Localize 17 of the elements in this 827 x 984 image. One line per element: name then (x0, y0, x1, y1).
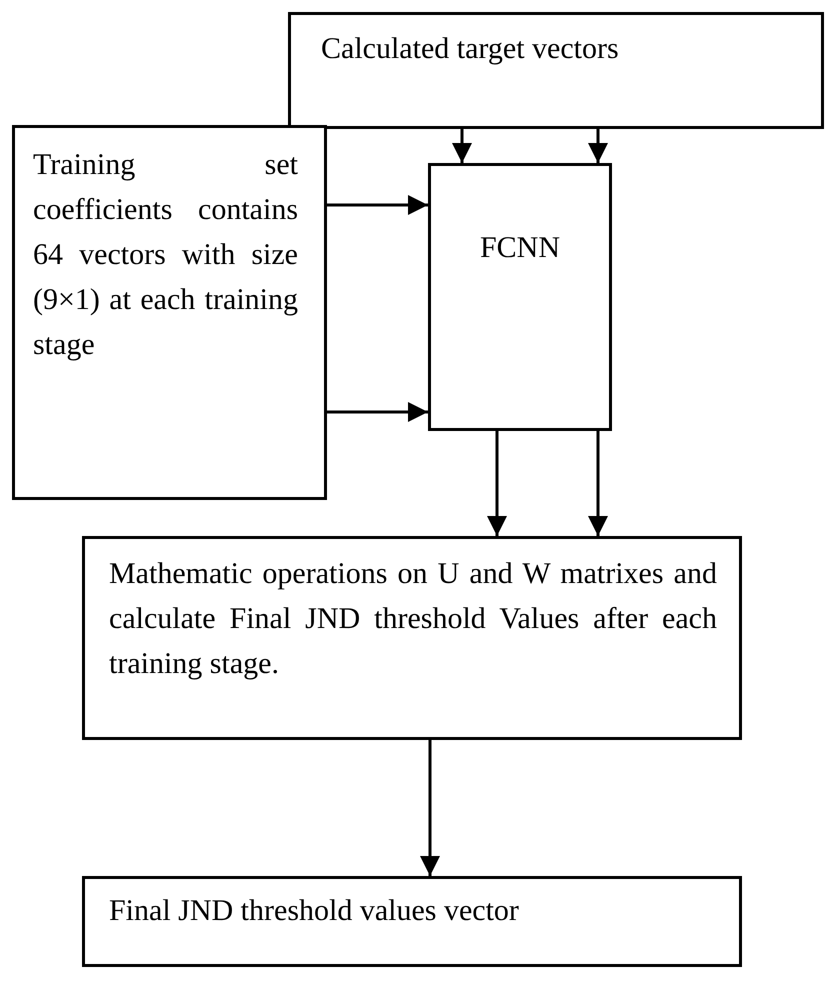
output-box (82, 876, 742, 967)
process-box (428, 163, 612, 431)
node-text: Mathematic operations on U and W matrixes and calculate Final JND threshold Values after each training stage. (109, 556, 717, 682)
arrow (452, 129, 472, 163)
arrow (588, 431, 608, 536)
node-text: Calculated target vectors (321, 31, 620, 67)
arrow (420, 740, 440, 876)
node-text: Training set coefficients contains 64 vectors with size (9×1) at each training stage (33, 147, 298, 363)
input-box (12, 125, 327, 500)
arrow (327, 402, 428, 422)
arrow (487, 431, 507, 536)
node-text: FCNN (478, 230, 562, 266)
arrow (327, 195, 428, 215)
node-text: Final JND threshold values vector (109, 893, 520, 929)
process-box (82, 536, 742, 740)
input-box (288, 12, 824, 129)
arrow (588, 129, 608, 163)
